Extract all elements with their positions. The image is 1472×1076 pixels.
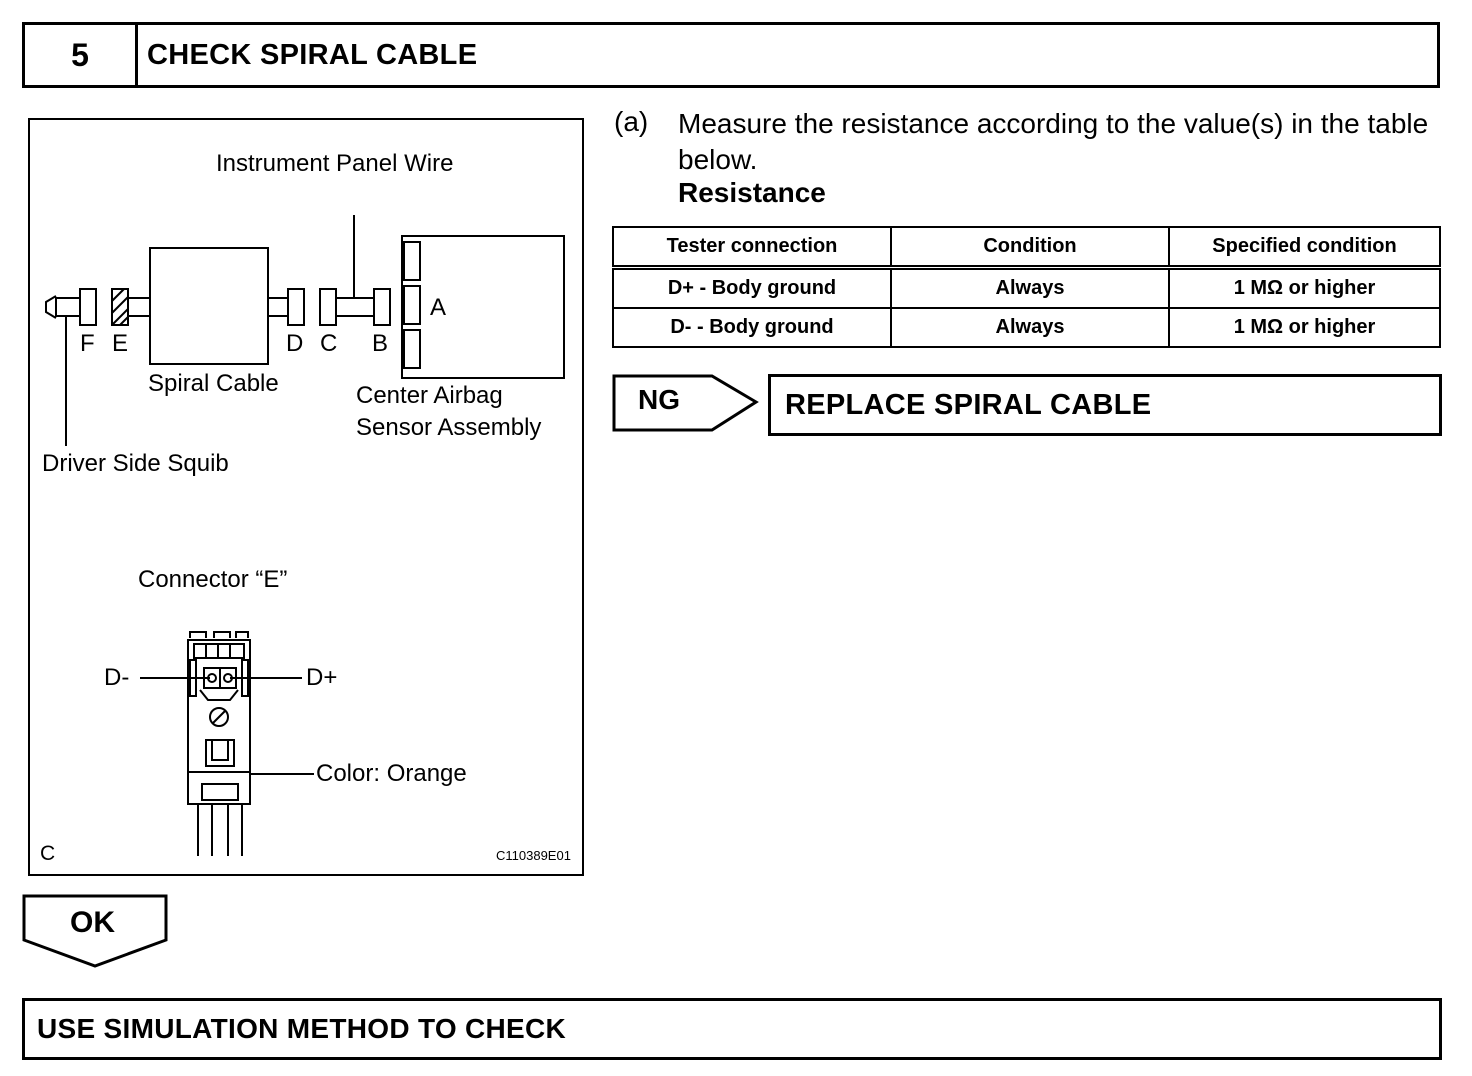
connector-d xyxy=(287,288,305,326)
color-label: Color: Orange xyxy=(316,760,467,787)
table-row: D- - Body ground Always 1 MΩ or higher xyxy=(612,307,1441,348)
ng-label: NG xyxy=(638,384,680,415)
connector-e-drawing xyxy=(140,631,314,856)
squib-tip xyxy=(45,295,57,319)
cell-specified-condition: 1 MΩ or higher xyxy=(1168,266,1441,309)
instruction-label: (a) xyxy=(614,106,649,137)
spiral-cable-label: Spiral Cable xyxy=(148,370,279,397)
squib-body xyxy=(55,297,81,317)
driver-side-squib-label: Driver Side Squib xyxy=(42,450,229,477)
ok-label: OK xyxy=(70,906,115,939)
figure-code: C110389E01 xyxy=(496,848,571,863)
step-title: CHECK SPIRAL CABLE xyxy=(147,38,478,71)
cell-condition: Always xyxy=(890,266,1170,309)
header-specified-condition: Specified condition xyxy=(1168,226,1441,270)
cell-condition: Always xyxy=(890,307,1170,348)
ng-action-box: REPLACE SPIRAL CABLE xyxy=(768,374,1442,436)
center-airbag-label-line1: Center Airbag xyxy=(356,382,503,409)
step-header: 5 CHECK SPIRAL CABLE xyxy=(22,22,1440,88)
connector-c xyxy=(319,288,337,326)
instruction-text: Measure the resistance according to the … xyxy=(678,108,1429,175)
connector-a-label: A xyxy=(430,294,447,321)
step-number: 5 xyxy=(25,25,138,85)
wiring-figure: Instrument Panel Wire A F E D C B Spiral… xyxy=(28,118,584,876)
figure-corner-letter: C xyxy=(40,842,56,865)
d-minus-label: D- xyxy=(104,664,130,691)
header-tester-connection: Tester connection xyxy=(612,226,892,270)
connector-d-label: D xyxy=(286,330,304,357)
instrument-panel-wire-label: Instrument Panel Wire xyxy=(216,150,454,177)
center-airbag-box xyxy=(401,235,565,379)
table-row: D+ - Body ground Always 1 MΩ or higher xyxy=(612,266,1441,309)
final-step-box: USE SIMULATION METHOD TO CHECK xyxy=(22,998,1442,1060)
connector-f-label: F xyxy=(80,330,95,357)
table-header-row: Tester connection Condition Specified co… xyxy=(612,226,1441,270)
wiring-diagram xyxy=(45,215,565,856)
connector-b-label: B xyxy=(372,330,389,357)
cell-tester-connection: D+ - Body ground xyxy=(612,266,892,309)
d-plus-label: D+ xyxy=(306,664,338,691)
connector-e-label: E xyxy=(112,330,129,357)
spiral-cable-box xyxy=(149,247,269,365)
resistance-table: Tester connection Condition Specified co… xyxy=(612,226,1441,348)
header-condition: Condition xyxy=(890,226,1170,270)
connector-b xyxy=(373,288,391,326)
instruction-subheading: Resistance xyxy=(678,177,826,208)
connector-e-title: Connector “E” xyxy=(138,566,288,593)
connector-f xyxy=(79,288,97,326)
cell-specified-condition: 1 MΩ or higher xyxy=(1168,307,1441,348)
ng-arrow-icon xyxy=(612,374,759,432)
connector-c-label: C xyxy=(320,330,338,357)
cell-tester-connection: D- - Body ground xyxy=(612,307,892,348)
ok-arrow-icon xyxy=(22,894,168,968)
center-airbag-label-line2: Sensor Assembly xyxy=(356,414,542,441)
